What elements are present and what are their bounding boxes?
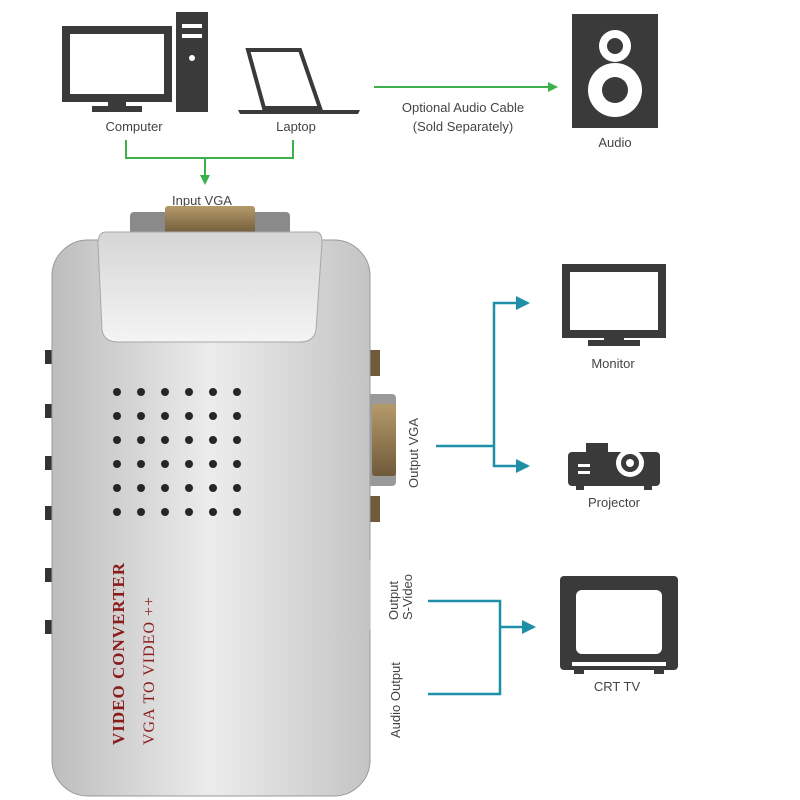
vent-grid bbox=[113, 388, 241, 516]
source-connector bbox=[125, 140, 294, 185]
monitor-label: Monitor bbox=[591, 356, 635, 371]
laptop-icon bbox=[238, 48, 360, 114]
vga-output-connector bbox=[436, 296, 530, 473]
output-svideo-label-line2: S-Video bbox=[400, 574, 415, 620]
crt-tv-icon bbox=[560, 576, 678, 674]
computer-icon bbox=[62, 12, 208, 112]
monitor-icon bbox=[562, 264, 666, 346]
projector-icon bbox=[568, 443, 660, 490]
audio-label: Audio bbox=[598, 135, 631, 150]
svideo-output-connector bbox=[428, 599, 536, 696]
laptop-label: Laptop bbox=[276, 119, 316, 134]
audio-cable-label-line1: Optional Audio Cable bbox=[402, 100, 524, 115]
audio-cable-label-line2: (Sold Separately) bbox=[413, 119, 513, 134]
speaker-icon bbox=[572, 14, 658, 128]
computer-label: Computer bbox=[105, 119, 163, 134]
device-subtitle: VGA TO VIDEO ++ bbox=[141, 596, 158, 745]
device-title: VIDEO CONVERTER bbox=[109, 562, 128, 745]
crt-tv-label: CRT TV bbox=[594, 679, 641, 694]
converter-device: VIDEO CONVERTER VGA TO VIDEO ++ bbox=[45, 206, 396, 797]
projector-label: Projector bbox=[588, 495, 641, 510]
output-svideo-label-line1: Output bbox=[386, 581, 401, 620]
input-vga-label: Input VGA bbox=[172, 193, 232, 208]
audio-output-label: Audio Output bbox=[388, 662, 403, 738]
output-vga-label: Output VGA bbox=[406, 418, 421, 488]
